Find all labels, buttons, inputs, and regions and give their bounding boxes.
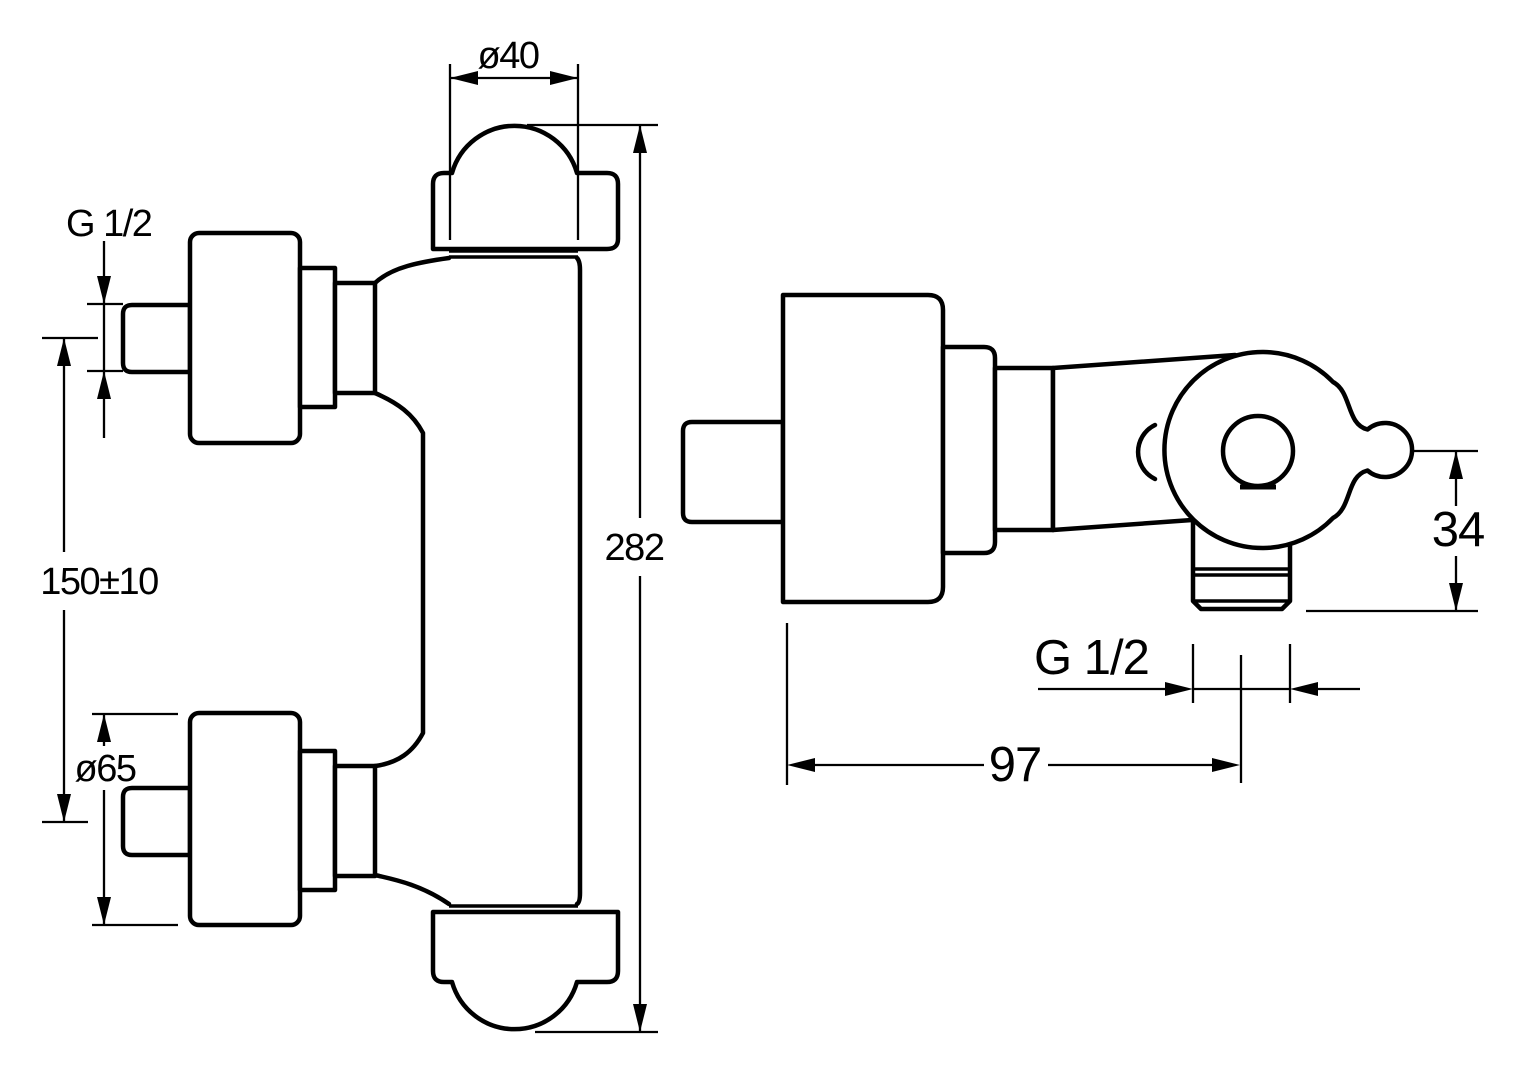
arrow-down-icon xyxy=(97,897,111,925)
front-bottom-outlet-shape xyxy=(430,909,621,1032)
side-handle-left-bump xyxy=(1135,422,1158,482)
front-top-outlet-shape xyxy=(430,123,621,252)
dim-label-top-diameter: ø40 xyxy=(478,35,539,77)
arrow-left-icon xyxy=(1290,682,1318,696)
side-view: G 1/2 97 34 xyxy=(680,292,1485,792)
dim-label-outlet-thread: G 1/2 xyxy=(1034,631,1149,685)
front-body-left-edge xyxy=(372,390,426,769)
arrow-right-icon xyxy=(550,71,578,85)
front-upper-inlet-connector xyxy=(120,302,193,375)
front-body-right-edge xyxy=(574,255,583,907)
arrow-down-icon xyxy=(97,276,111,304)
dimension-outlet-thread: G 1/2 xyxy=(1034,631,1360,703)
arrow-up-icon xyxy=(97,371,111,399)
arrow-down-icon xyxy=(633,1004,647,1032)
front-body-left-lower-curve xyxy=(372,872,452,907)
dimension-top-diameter: ø40 xyxy=(448,35,580,240)
arrow-down-icon xyxy=(57,794,71,822)
dim-label-inlet-spacing: 150±10 xyxy=(40,561,158,603)
arrow-left-icon xyxy=(450,71,478,85)
front-upper-step2 xyxy=(332,280,378,396)
dim-label-escutcheon-diameter: ø65 xyxy=(75,748,136,790)
front-lower-step2 xyxy=(332,763,378,879)
arrow-right-icon xyxy=(1165,682,1193,696)
front-lower-inlet-connector xyxy=(120,785,193,858)
dimension-escutcheon-diameter: ø65 xyxy=(75,712,178,927)
arrow-up-icon xyxy=(57,338,71,366)
dim-label-outlet-drop: 34 xyxy=(1432,503,1485,557)
arrow-right-icon xyxy=(1212,758,1240,772)
front-body-left-upper-curve xyxy=(372,255,452,286)
dimension-overall-height: 282 xyxy=(527,123,665,1034)
dimension-inlet-spacing: 150±10 xyxy=(40,336,160,824)
arrow-left-icon xyxy=(787,758,815,772)
arrow-up-icon xyxy=(633,125,647,153)
front-lower-step1 xyxy=(297,748,338,893)
dimension-depth: 97 xyxy=(785,623,1243,792)
side-step2 xyxy=(992,365,1056,533)
dimension-inlet-thread: G 1/2 xyxy=(66,203,153,438)
front-lower-escutcheon xyxy=(187,710,303,928)
side-handle-hub xyxy=(1220,413,1296,489)
dim-label-inlet-thread: G 1/2 xyxy=(66,203,152,245)
arrow-up-icon xyxy=(1449,451,1463,479)
front-top-flange-lines xyxy=(449,249,578,259)
dim-label-depth: 97 xyxy=(989,738,1042,792)
side-escutcheon xyxy=(780,292,946,605)
side-inlet-connector xyxy=(680,419,786,525)
front-view: ø40 G 1/2 150±10 xyxy=(40,35,665,1034)
arrow-up-icon xyxy=(97,714,111,742)
side-step1 xyxy=(940,344,998,556)
front-upper-step1 xyxy=(297,265,338,410)
front-upper-escutcheon xyxy=(187,230,303,446)
dimension-outlet-drop: 34 xyxy=(1306,449,1485,613)
arrow-down-icon xyxy=(1449,583,1463,611)
dim-label-overall-height: 282 xyxy=(605,527,664,569)
